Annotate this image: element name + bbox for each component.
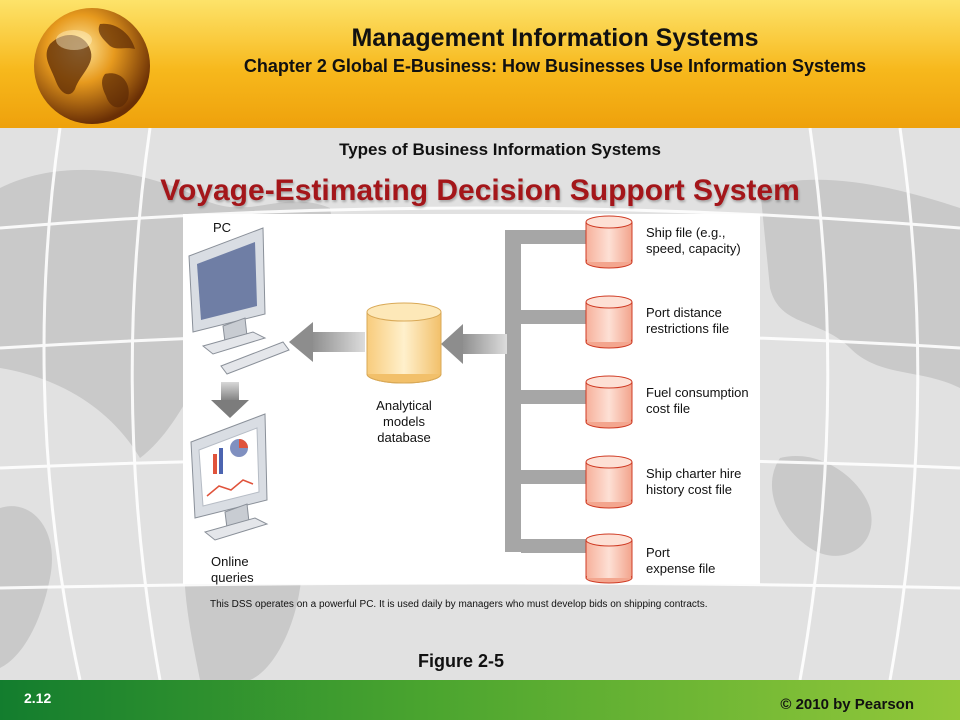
port-distance-label: Port distance restrictions file bbox=[646, 305, 730, 336]
ship-file-cylinder-icon bbox=[585, 215, 633, 269]
file-collector-bus bbox=[505, 230, 596, 553]
ship-charter-cylinder-icon bbox=[585, 455, 633, 509]
slide-footer: 2.12 © 2010 by Pearson bbox=[0, 680, 960, 720]
ship-file-label: Ship file (e.g., speed, capacity) bbox=[646, 225, 741, 256]
fuel-consumption-cylinder-icon bbox=[585, 375, 633, 429]
globe-icon bbox=[34, 8, 150, 124]
ship-charter-label: Ship charter hire history cost file bbox=[646, 466, 742, 497]
slide-header: Management Information Systems Chapter 2… bbox=[0, 0, 960, 128]
slide-title: Voyage-Estimating Decision Support Syste… bbox=[160, 174, 800, 207]
pc-monitor-icon bbox=[188, 227, 290, 375]
port-expense-label: Port expense file bbox=[646, 545, 716, 576]
section-heading: Types of Business Information Systems bbox=[339, 140, 661, 159]
online-queries-label: Online queries bbox=[211, 554, 254, 585]
down-arrow bbox=[211, 382, 249, 418]
slide-number: 2.12 bbox=[24, 690, 52, 706]
pc-label: PC bbox=[213, 220, 232, 235]
copyright-notice: © 2010 by Pearson bbox=[780, 696, 914, 713]
database-label: Analytical models database bbox=[376, 398, 432, 445]
course-title: Management Information Systems bbox=[351, 24, 759, 52]
online-queries-monitor-icon bbox=[190, 413, 269, 541]
dss-diagram: PC Online queries Analytical models data… bbox=[183, 214, 760, 585]
arrow-to-database bbox=[441, 324, 507, 364]
figure-reference: Figure 2-5 bbox=[418, 651, 505, 671]
port-expense-cylinder-icon bbox=[585, 533, 633, 584]
figure-caption: This DSS operates on a powerful PC. It i… bbox=[210, 599, 708, 610]
chapter-subtitle: Chapter 2 Global E-Business: How Busines… bbox=[243, 56, 867, 76]
database-icon bbox=[366, 302, 442, 384]
diagram-graphics bbox=[188, 215, 633, 584]
arrow-to-pc bbox=[289, 322, 365, 362]
fuel-consumption-label: Fuel consumption cost file bbox=[646, 385, 749, 416]
port-distance-cylinder-icon bbox=[585, 295, 633, 349]
